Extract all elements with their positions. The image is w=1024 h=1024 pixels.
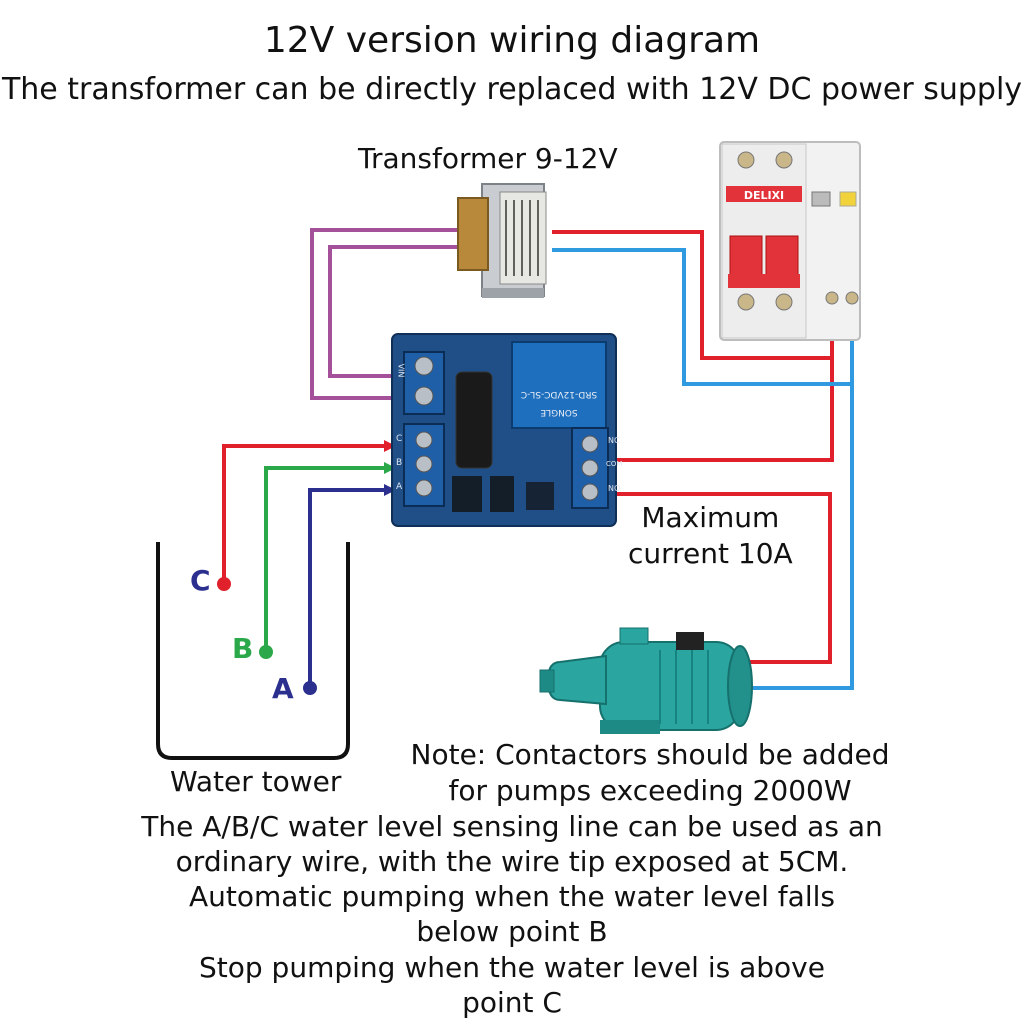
blue-wires — [552, 248, 854, 690]
probe-b — [259, 645, 273, 659]
breaker-logo: DELIXI — [744, 189, 784, 202]
note-line-7: Stop pumping when the water level is abo… — [199, 951, 825, 984]
relay-brand-text: SONGLE — [540, 407, 578, 417]
note-line-2: for pumps exceeding 2000W — [448, 774, 852, 807]
note-line-1: Note: Contactors should be added — [410, 738, 890, 771]
note-line-8: point C — [462, 986, 562, 1019]
board-label-com: COM — [606, 460, 623, 468]
board-label-b: B — [396, 458, 403, 468]
max-current-label: Maximum current 10A — [628, 500, 793, 572]
board-label-no: NO — [608, 484, 621, 493]
capacitor — [455, 371, 493, 469]
level-label-c: C — [190, 564, 211, 597]
level-label-a: A — [272, 672, 294, 705]
sensing-wires — [217, 440, 396, 695]
level-label-b: B — [232, 632, 254, 665]
note-line-4: ordinary wire, with the wire tip exposed… — [175, 845, 849, 878]
purple-wire-2 — [328, 245, 462, 378]
max-current-line-2: current 10A — [628, 537, 793, 570]
water-tank-icon — [156, 542, 350, 760]
red-wire-nc-breaker — [608, 360, 834, 462]
purple-wire-1 — [310, 228, 462, 400]
relay-model-text: SRD-12VDC-SL-C — [521, 389, 597, 399]
sense-wire-b — [264, 466, 384, 652]
note-line-3: The A/B/C water level sensing line can b… — [141, 810, 883, 843]
sense-wire-c — [222, 444, 384, 584]
arrow-b-icon — [384, 462, 396, 474]
max-current-line-1: Maximum — [641, 501, 780, 534]
purple-wires — [310, 228, 462, 400]
arrow-a-icon — [384, 484, 396, 496]
arrow-c-icon — [384, 440, 396, 452]
red-wire-no-pump — [608, 492, 832, 664]
sense-wire-a — [308, 488, 384, 688]
note-line-6: below point B — [416, 915, 608, 948]
blue-wire-breaker-pump — [740, 384, 854, 690]
relay-board-icon: SRD-12VDC-SL-C SONGLE — [391, 333, 617, 527]
probe-a — [303, 681, 317, 695]
board-label-nc: NC — [608, 436, 620, 445]
board-label-vin: VIN — [396, 363, 406, 378]
probe-c — [217, 577, 231, 591]
breaker-icon: DELIXI — [719, 141, 861, 341]
water-tank-outline — [156, 542, 350, 760]
page-subtitle: The transformer can be directly replaced… — [1, 72, 1023, 107]
page-title: 12V version wiring diagram — [263, 20, 761, 61]
board-label-a: A — [396, 482, 403, 492]
board-label-c: C — [396, 434, 403, 444]
transformer-label: Transformer 9-12V — [358, 142, 618, 175]
pump-icon — [539, 627, 753, 734]
relay — [511, 341, 607, 429]
blue-wire-transformer-breaker — [552, 248, 854, 386]
water-tower-label: Water tower — [170, 765, 342, 798]
transformer-icon — [457, 183, 547, 298]
note-line-5: Automatic pumping when the water level f… — [189, 880, 835, 913]
